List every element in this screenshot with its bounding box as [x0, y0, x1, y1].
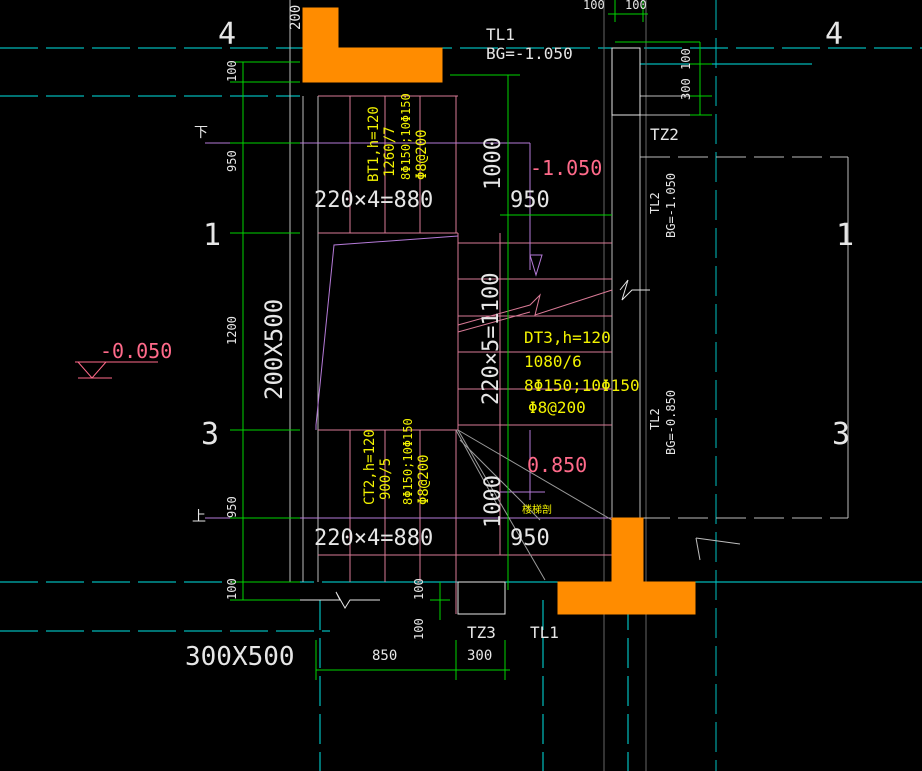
grid-label-left-1: 1 [203, 218, 221, 253]
level-mid-landing: 0.850 [527, 453, 587, 477]
grid-label-right-1: 1 [836, 218, 854, 253]
dim-landing-top-depth: 1000 [481, 137, 506, 190]
stair-treads [318, 95, 613, 614]
small-note: 楼梯剖 [522, 503, 552, 516]
dim-landing-bottom-depth: 1000 [481, 475, 506, 528]
break-marks [300, 279, 650, 609]
direction-up: 上 [192, 509, 206, 525]
ct2-line3: 8Φ150;10Φ150 [401, 418, 415, 505]
dim-landing-bottom-width: 950 [510, 526, 550, 551]
label-tl2-top: TL2 [648, 192, 662, 214]
label-bg-top: BG=-1.050 [486, 44, 573, 63]
label-column-bottom: 300X500 [185, 642, 295, 672]
label-tl1-bottom: TL1 [530, 623, 559, 642]
dt3-line2: 1080/6 [524, 352, 582, 371]
grid-label-right-4: 4 [825, 17, 843, 52]
dim-950-a: 950 [225, 150, 239, 172]
column-outlines [457, 47, 641, 615]
dt3-line3: 8Φ150;10Φ150 [524, 376, 640, 395]
dim-1200: 1200 [225, 316, 239, 345]
dim-100-b: 100 [412, 618, 426, 640]
dt3-line4: Φ8@200 [528, 398, 586, 417]
guide-diagonals [455, 429, 613, 581]
dim-850: 850 [372, 648, 397, 664]
label-tl2-top-bg: BG=-1.050 [664, 173, 678, 238]
direction-down: 下 [194, 125, 208, 141]
dim-run-mid: 220×5=1100 [479, 273, 504, 405]
label-tl2-bottom-bg: BG=-0.850 [664, 390, 678, 455]
label-tl1-top: TL1 [486, 25, 515, 44]
bt1-line3: 8Φ150;10Φ150 [399, 93, 413, 180]
grid-label-right-3: 3 [832, 417, 850, 452]
bt1-line1: BT1,h=120 [366, 106, 382, 182]
ct2-line2: 900/5 [378, 458, 394, 500]
label-column-left: 200X500 [260, 299, 288, 400]
dim-landing-top-width: 950 [510, 188, 550, 213]
dim-run-bottom: 220×4=880 [314, 526, 433, 551]
ct2-line1: CT2,h=120 [362, 429, 378, 505]
dim-top-100-c: 100 [625, 0, 647, 12]
grid-label-left-3: 3 [201, 417, 219, 452]
bt1-line4: Φ8@200 [414, 129, 430, 180]
beam-top-left [302, 7, 443, 83]
dim-300-bottom: 300 [467, 648, 492, 664]
dimension-lines [230, 0, 712, 680]
dim-top-200: 200 [288, 5, 304, 30]
label-tz3: TZ3 [467, 623, 496, 642]
dim-top-100: 100 [225, 60, 239, 82]
dim-100-bottom: 100 [225, 578, 239, 600]
ct2-line4: Φ8@200 [416, 454, 432, 505]
label-tl2-bottom: TL2 [648, 408, 662, 430]
dim-950-b: 950 [225, 496, 239, 518]
bt1-line2: 1260/7 [382, 126, 398, 177]
dim-run-top: 220×4=880 [314, 188, 433, 213]
label-tz2: TZ2 [650, 125, 679, 144]
grid-label-left-4: 4 [218, 17, 236, 52]
wall-lines [289, 0, 849, 771]
dim-100-a: 100 [412, 578, 426, 600]
beam-bottom-right [557, 517, 696, 615]
level-marker-floor [75, 361, 158, 379]
level-floor: -0.050 [100, 339, 172, 363]
dt3-line1: DT3,h=120 [524, 328, 611, 347]
dim-right-300: 300 [679, 78, 693, 100]
dim-top-100-b: 100 [583, 0, 605, 12]
beams [302, 7, 696, 615]
level-top-landing: -1.050 [530, 156, 602, 180]
dim-right-100: 100 [679, 48, 693, 70]
